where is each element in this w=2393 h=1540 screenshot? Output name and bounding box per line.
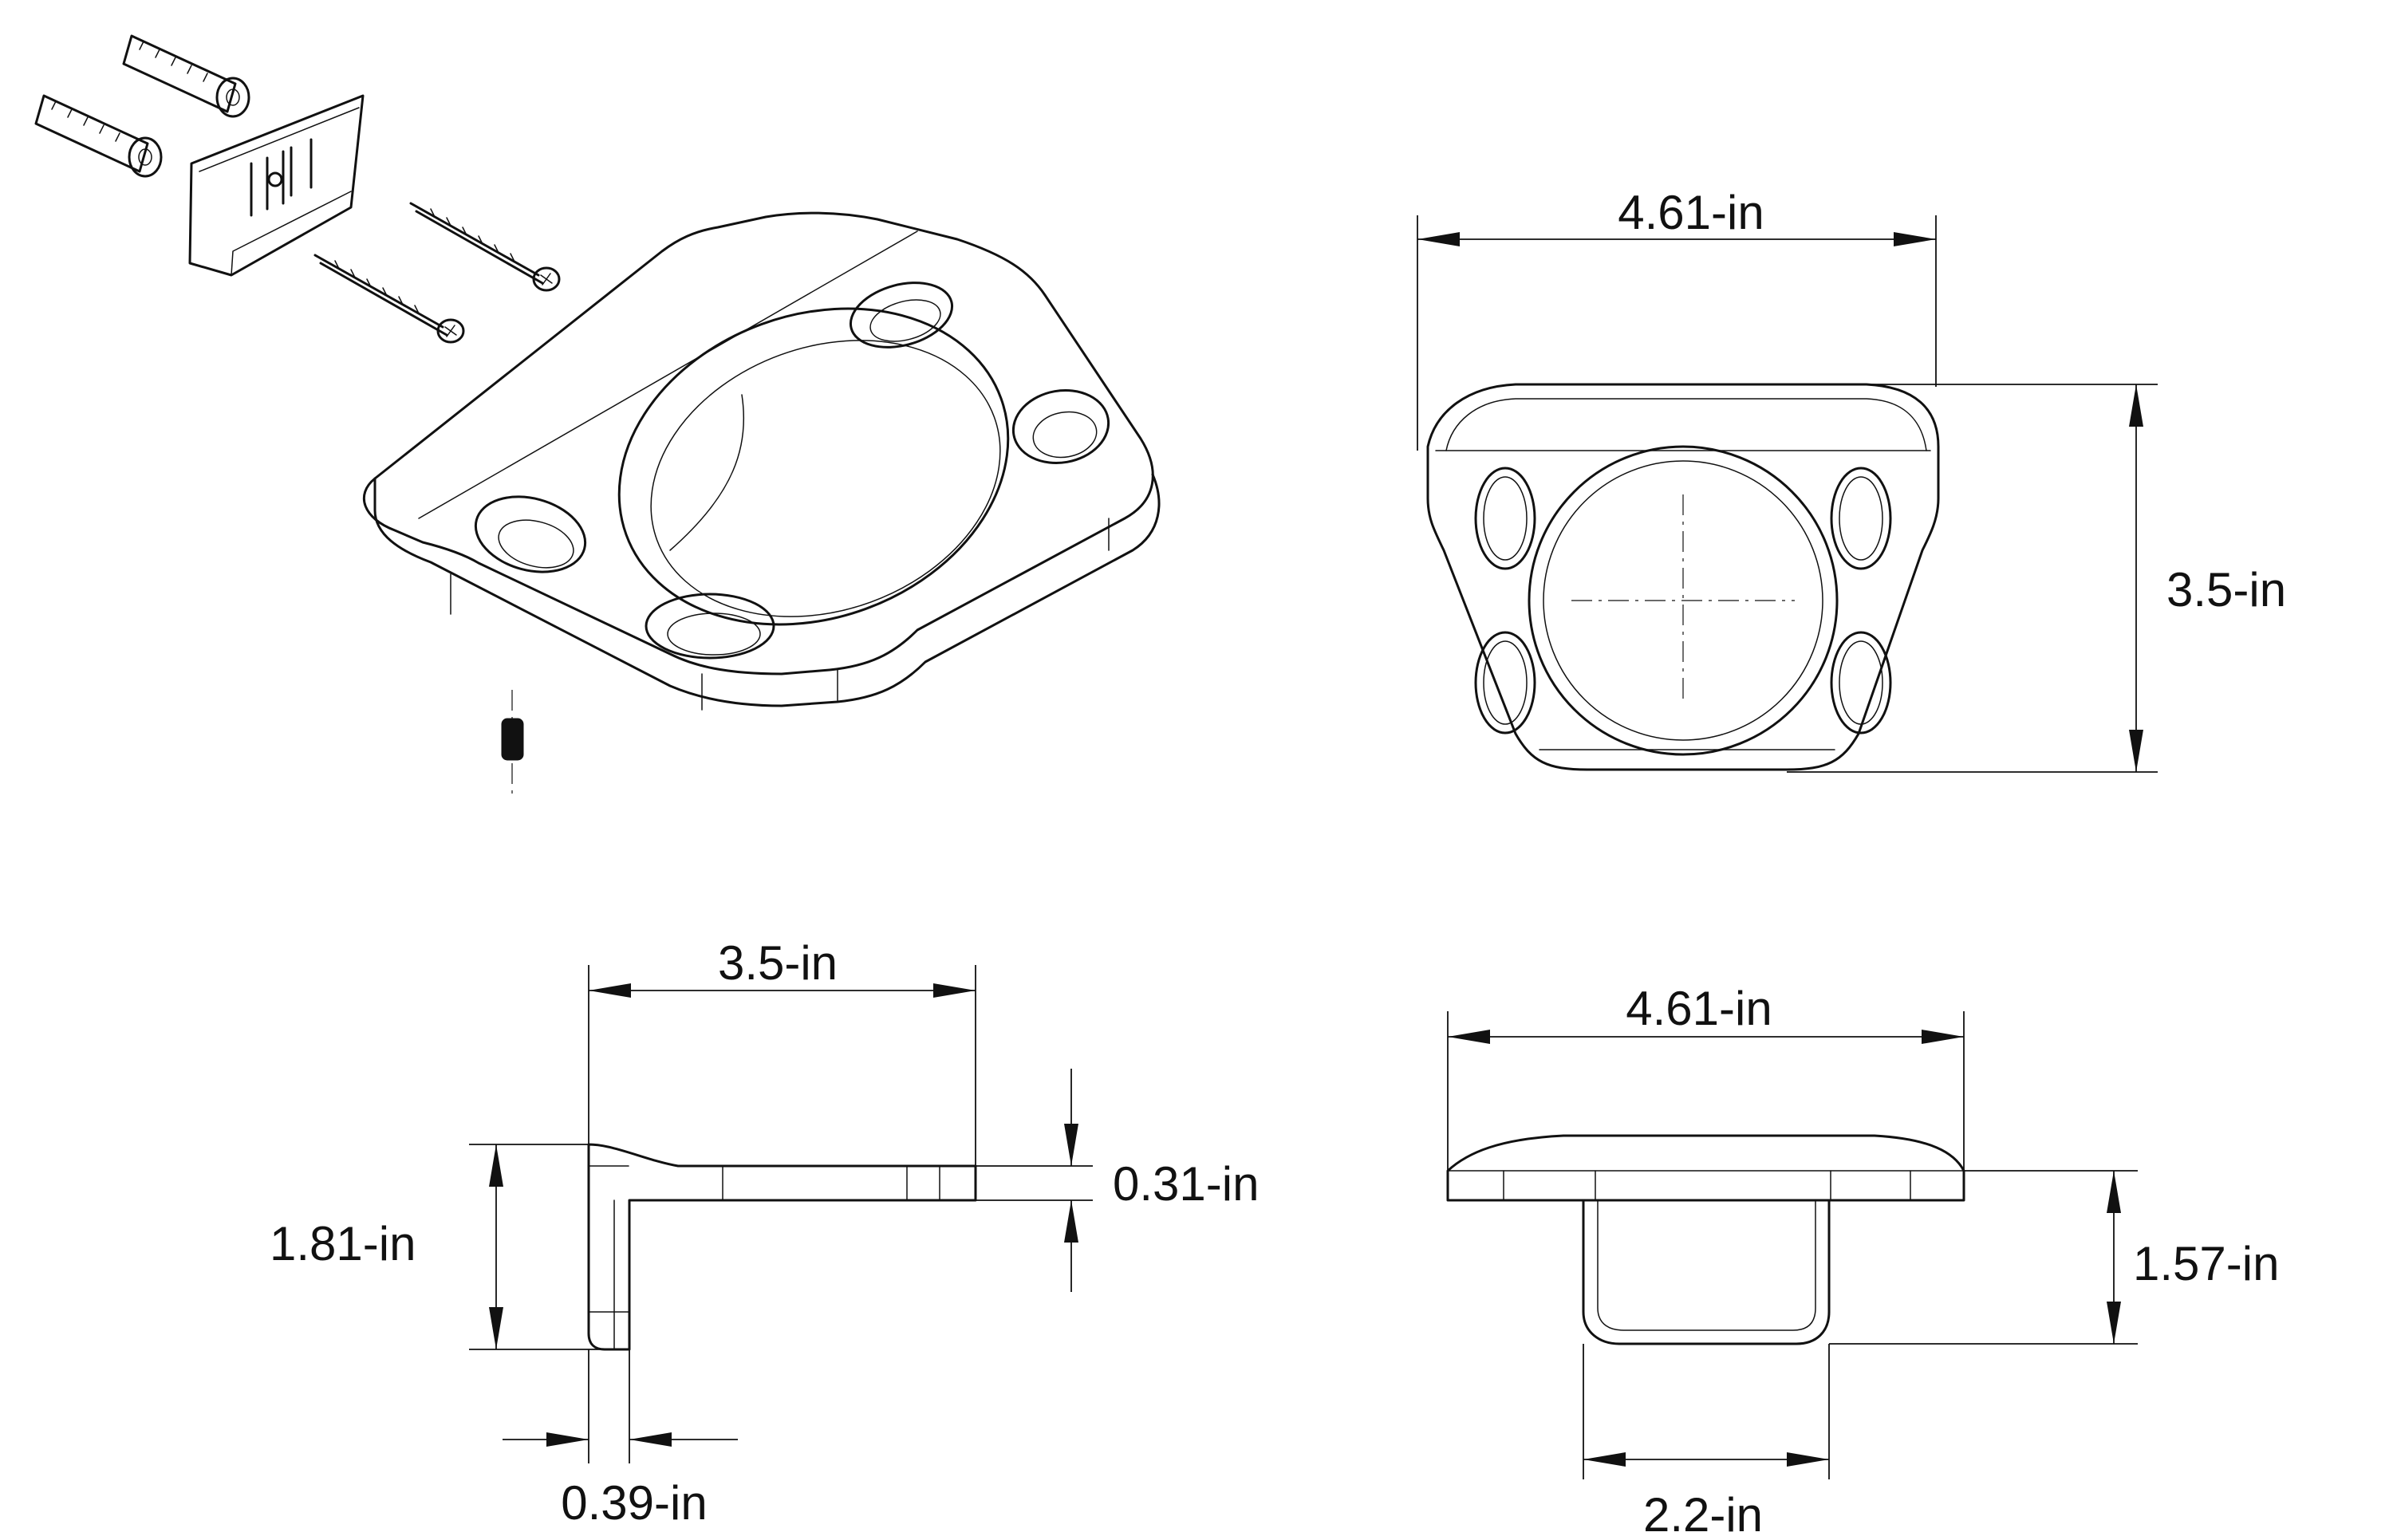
dimension-front-height: 1.57-in: [1829, 1170, 2279, 1345]
dimension-front-width: 4.61-in: [1447, 982, 1965, 1171]
front-height-label: 1.57-in: [2133, 1237, 2279, 1290]
screw-2: [313, 254, 465, 344]
side-thickness-label: 0.31-in: [1113, 1157, 1259, 1211]
front-view: [1446, 1134, 1965, 1345]
dimension-top-width: 4.61-in: [1417, 186, 1937, 451]
dimension-side-thickness: 0.31-in: [976, 1069, 1259, 1292]
side-view: [587, 1143, 977, 1351]
isometric-view: [34, 34, 1161, 794]
wall-anchor-2: [34, 94, 163, 178]
front-cup-width-label: 2.2-in: [1643, 1488, 1763, 1540]
dimension-side-depth: 3.5-in: [588, 936, 976, 1166]
side-depth-label: 3.5-in: [718, 936, 838, 990]
front-width-label: 4.61-in: [1626, 982, 1772, 1035]
top-view: [1426, 383, 1940, 771]
top-depth-label: 3.5-in: [2166, 563, 2286, 616]
side-bracket-label: 0.39-in: [561, 1476, 707, 1530]
dimension-front-cup-width: 2.2-in: [1583, 1344, 1830, 1540]
dimension-side-height: 1.81-in: [270, 1144, 605, 1350]
wall-anchor-1: [122, 34, 250, 118]
holder-body: [362, 211, 1161, 711]
dimension-top-depth: 3.5-in: [1787, 384, 2286, 773]
set-screw: [501, 690, 524, 794]
mounting-bracket: [188, 94, 365, 277]
screw-1: [409, 202, 561, 292]
side-height-label: 1.81-in: [270, 1217, 416, 1270]
top-width-label: 4.61-in: [1618, 186, 1764, 239]
dimension-side-bracket: 0.39-in: [503, 1349, 738, 1530]
